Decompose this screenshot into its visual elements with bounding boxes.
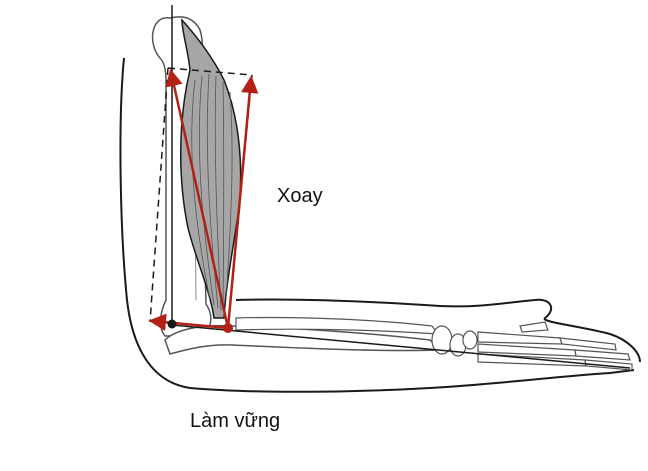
forearm-axis-line	[171, 324, 631, 369]
force-vectors	[148, 68, 259, 331]
insertion-point	[223, 323, 233, 333]
forearm-top-outline	[235, 298, 641, 363]
biceps-muscle	[179, 18, 242, 319]
elbow-pivot-point	[167, 319, 177, 329]
stabilization-force-arrow	[148, 313, 229, 331]
stabilization-label: Làm vững	[190, 410, 280, 432]
rotation-force-arrow	[226, 75, 259, 329]
hand-bones	[431, 321, 633, 371]
muscle-fibers	[191, 73, 233, 311]
resultant-force-arrow	[165, 68, 230, 329]
rotation-label: Xoay	[277, 185, 323, 207]
arm-outline	[119, 57, 635, 393]
